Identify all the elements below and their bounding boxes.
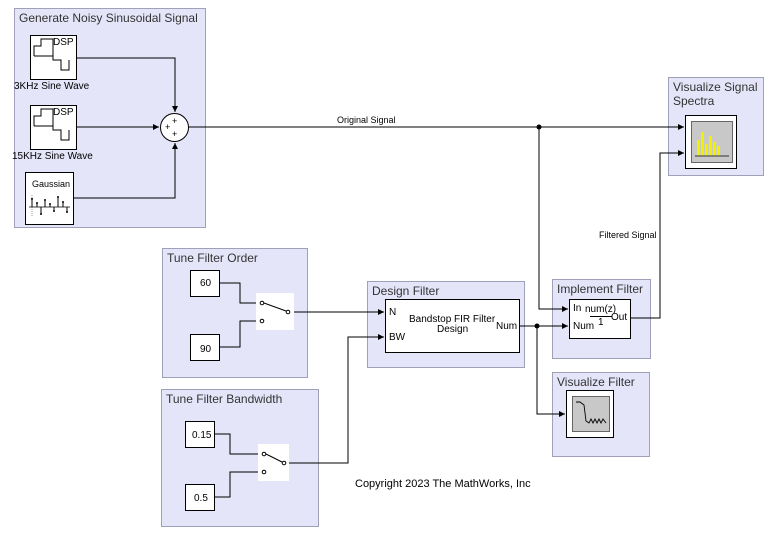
constant-05-value: 0.5 (194, 493, 208, 504)
sine-wave-icon (33, 108, 70, 141)
sine-wave-icon (33, 38, 70, 71)
filter-response-icon (576, 401, 607, 425)
copyright-text: Copyright 2023 The MathWorks, Inc (355, 478, 531, 490)
area-title-visfilter: Visualize Filter (557, 375, 635, 389)
sum-block[interactable]: + + + (160, 113, 189, 142)
spectrum-screen (691, 121, 733, 163)
bandstop-fir-design-block[interactable]: N BW Bandstop FIR Filter Design Num (385, 299, 520, 353)
sine-wave-15khz-block[interactable]: DSP (30, 105, 77, 150)
area-title-generate: Generate Noisy Sinusoidal Signal (19, 11, 198, 25)
spectrum-analyzer-block[interactable] (685, 115, 737, 169)
sum-sign-top: + (172, 116, 178, 126)
port-num-label: Num (496, 321, 518, 332)
tf-numerator: num(z) (585, 304, 617, 315)
filter-visualizer-block[interactable] (566, 390, 614, 438)
area-title-order: Tune Filter Order (167, 251, 258, 265)
sum-sign-left: + (165, 122, 171, 132)
sine-wave-15khz-label: 15KHz Sine Wave (12, 151, 93, 162)
constant-015-block[interactable]: 0.15 (185, 421, 215, 448)
constant-60-value: 60 (200, 278, 212, 289)
spectrum-bars-icon (695, 132, 729, 157)
constant-015-value: 0.15 (192, 430, 212, 441)
gaussian-label: Gaussian (32, 179, 71, 189)
filtered-signal-label: Filtered Signal (599, 230, 657, 240)
tf-fraction-bar (590, 316, 612, 317)
order-switch[interactable] (256, 293, 294, 330)
tf-in-label: In (573, 303, 582, 314)
noise-icon (29, 195, 70, 217)
switch-icon (259, 300, 291, 324)
sum-sign-bottom: + (172, 129, 178, 139)
area-title-spectra: Visualize Signal Spectra (673, 80, 758, 108)
original-signal-label: Original Signal (337, 115, 396, 125)
fir-title-line1: Bandstop FIR Filter (409, 314, 496, 325)
tf-denominator: 1 (598, 317, 604, 328)
area-title-design: Design Filter (372, 284, 440, 298)
discrete-filter-block[interactable]: In Num num(z) 1 Out (569, 299, 631, 339)
fir-title-line2: Design (437, 324, 469, 335)
sine-wave-3khz-block[interactable]: DSP (30, 35, 77, 80)
constant-05-block[interactable]: 0.5 (185, 484, 215, 511)
constant-90-block[interactable]: 90 (190, 334, 220, 361)
port-n-label: N (389, 307, 397, 318)
bandwidth-switch[interactable] (258, 444, 289, 481)
constant-90-value: 90 (200, 344, 212, 355)
sine-wave-3khz-label: 3KHz Sine Wave (14, 81, 90, 92)
area-title-bandwidth: Tune Filter Bandwidth (166, 392, 283, 406)
constant-60-block[interactable]: 60 (190, 270, 220, 297)
tf-num-label: Num (573, 321, 595, 332)
port-bw-label: BW (389, 332, 406, 343)
area-title-implement: Implement Filter (557, 282, 644, 296)
gaussian-noise-block[interactable]: Gaussian (25, 172, 74, 225)
tf-out-label: Out (611, 312, 628, 323)
dsp-tag: DSP (53, 107, 74, 118)
switch-icon (261, 451, 287, 475)
filter-visualizer-screen (572, 396, 610, 432)
dsp-tag: DSP (53, 37, 74, 48)
